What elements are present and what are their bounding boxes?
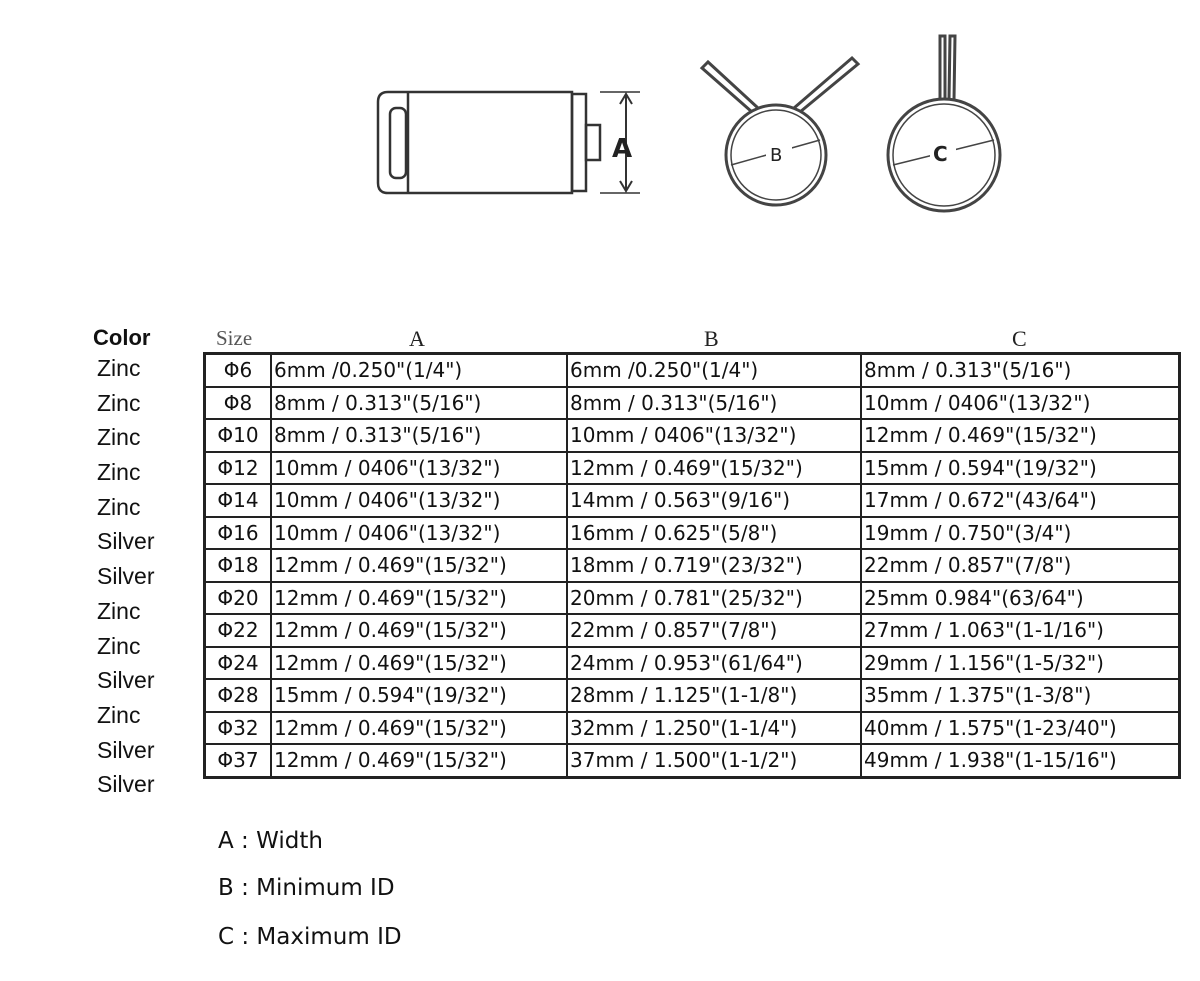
size-cell: Φ8	[203, 385, 272, 420]
color-label: Zinc	[97, 701, 141, 728]
size-cell: Φ24	[203, 645, 272, 680]
size-cell: Φ18	[203, 548, 272, 583]
dimension-a-cell: 10mm / 0406"(13/32")	[270, 515, 568, 550]
diagram-label-b: B	[770, 145, 782, 166]
dimension-a-cell: 12mm / 0.469"(15/32")	[270, 710, 568, 745]
column-b-header: B	[704, 326, 719, 351]
dimension-b-cell: 16mm / 0.625"(5/8")	[566, 515, 862, 550]
clamp-ring-min-id	[699, 55, 861, 207]
color-label: Zinc	[97, 493, 141, 520]
size-cell: Φ14	[203, 483, 272, 518]
diagram-label-c: C	[933, 142, 948, 166]
dimension-b-cell: 28mm / 1.125"(1-1/8")	[566, 678, 862, 713]
dimension-c-cell: 15mm / 0.594"(19/32")	[860, 450, 1181, 485]
clamp-ring-max-id	[886, 34, 1002, 213]
size-cell: Φ16	[203, 515, 272, 550]
color-label: Silver	[97, 563, 155, 590]
dimension-b-cell: 32mm / 1.250"(1-1/4")	[566, 710, 862, 745]
color-label: Silver	[97, 528, 155, 555]
dimension-c-cell: 49mm / 1.938"(1-15/16")	[860, 743, 1181, 778]
size-header: Size	[216, 326, 253, 350]
dimension-c-cell: 17mm / 0.672"(43/64")	[860, 483, 1181, 518]
dimension-b-cell: 10mm / 0406"(13/32")	[566, 418, 862, 453]
dimension-a-cell: 8mm / 0.313"(5/16")	[270, 385, 568, 420]
color-header: Color	[93, 325, 151, 350]
dimension-b-cell: 20mm / 0.781"(25/32")	[566, 580, 862, 615]
column-a-header: A	[409, 326, 425, 351]
dimension-a-cell: 12mm / 0.469"(15/32")	[270, 580, 568, 615]
dimension-c-cell: 40mm / 1.575"(1-23/40")	[860, 710, 1181, 745]
dimension-a-cell: 12mm / 0.469"(15/32")	[270, 743, 568, 778]
dimension-c-cell: 10mm / 0406"(13/32")	[860, 385, 1181, 420]
dimension-c-cell: 29mm / 1.156"(1-5/32")	[860, 645, 1181, 680]
size-cell: Φ12	[203, 450, 272, 485]
color-label: Zinc	[97, 424, 141, 451]
color-label: Silver	[97, 771, 155, 798]
color-label: Zinc	[97, 389, 141, 416]
dimension-a-cell: 10mm / 0406"(13/32")	[270, 483, 568, 518]
size-cell: Φ10	[203, 418, 272, 453]
dimension-a-cell: 12mm / 0.469"(15/32")	[270, 645, 568, 680]
dimension-a-cell: 10mm / 0406"(13/32")	[270, 450, 568, 485]
size-cell: Φ22	[203, 613, 272, 648]
size-cell: Φ32	[203, 710, 272, 745]
dimension-c-cell: 22mm / 0.857"(7/8")	[860, 548, 1181, 583]
color-label: Zinc	[97, 355, 141, 381]
clamp-side-view	[376, 90, 640, 195]
size-cell: Φ6	[203, 352, 272, 388]
clamp-dimension-diagram: A B C	[376, 34, 1002, 213]
dimension-c-cell: 12mm / 0.469"(15/32")	[860, 418, 1181, 453]
color-label: Zinc	[97, 632, 141, 659]
color-label: Zinc	[97, 459, 141, 486]
legend-a: A : Width	[218, 828, 323, 854]
dimension-a-cell: 8mm / 0.313"(5/16")	[270, 418, 568, 453]
legend-b: B : Minimum ID	[218, 875, 395, 901]
dimension-c-cell: 19mm / 0.750"(3/4")	[860, 515, 1181, 550]
dimension-c-cell: 35mm / 1.375"(1-3/8")	[860, 678, 1181, 713]
dimension-b-cell: 14mm / 0.563"(9/16")	[566, 483, 862, 518]
legend-c: C : Maximum ID	[218, 924, 402, 950]
dimension-b-cell: 37mm / 1.500"(1-1/2")	[566, 743, 862, 778]
diagram-label-a: A	[612, 134, 632, 164]
dimension-b-cell: 22mm / 0.857"(7/8")	[566, 613, 862, 648]
size-cell: Φ37	[203, 743, 272, 778]
dimension-c-cell: 25mm 0.984"(63/64")	[860, 580, 1181, 615]
dimension-c-cell: 8mm / 0.313"(5/16")	[860, 352, 1181, 388]
dimension-b-cell: 18mm / 0.719"(23/32")	[566, 548, 862, 583]
dimension-a-cell: 6mm /0.250"(1/4")	[270, 352, 568, 388]
column-c-header: C	[1012, 326, 1027, 351]
color-label: Silver	[97, 667, 155, 694]
dimension-c-cell: 27mm / 1.063"(1-1/16")	[860, 613, 1181, 648]
color-label: Zinc	[97, 597, 141, 624]
size-cell: Φ20	[203, 580, 272, 615]
dimension-b-cell: 12mm / 0.469"(15/32")	[566, 450, 862, 485]
dimension-a-cell: 15mm / 0.594"(19/32")	[270, 678, 568, 713]
dimension-b-cell: 24mm / 0.953"(61/64")	[566, 645, 862, 680]
dimension-b-cell: 6mm /0.250"(1/4")	[566, 352, 862, 388]
dimension-b-cell: 8mm / 0.313"(5/16")	[566, 385, 862, 420]
size-cell: Φ28	[203, 678, 272, 713]
dimension-a-cell: 12mm / 0.469"(15/32")	[270, 548, 568, 583]
color-label: Silver	[97, 736, 155, 763]
dimension-a-cell: 12mm / 0.469"(15/32")	[270, 613, 568, 648]
